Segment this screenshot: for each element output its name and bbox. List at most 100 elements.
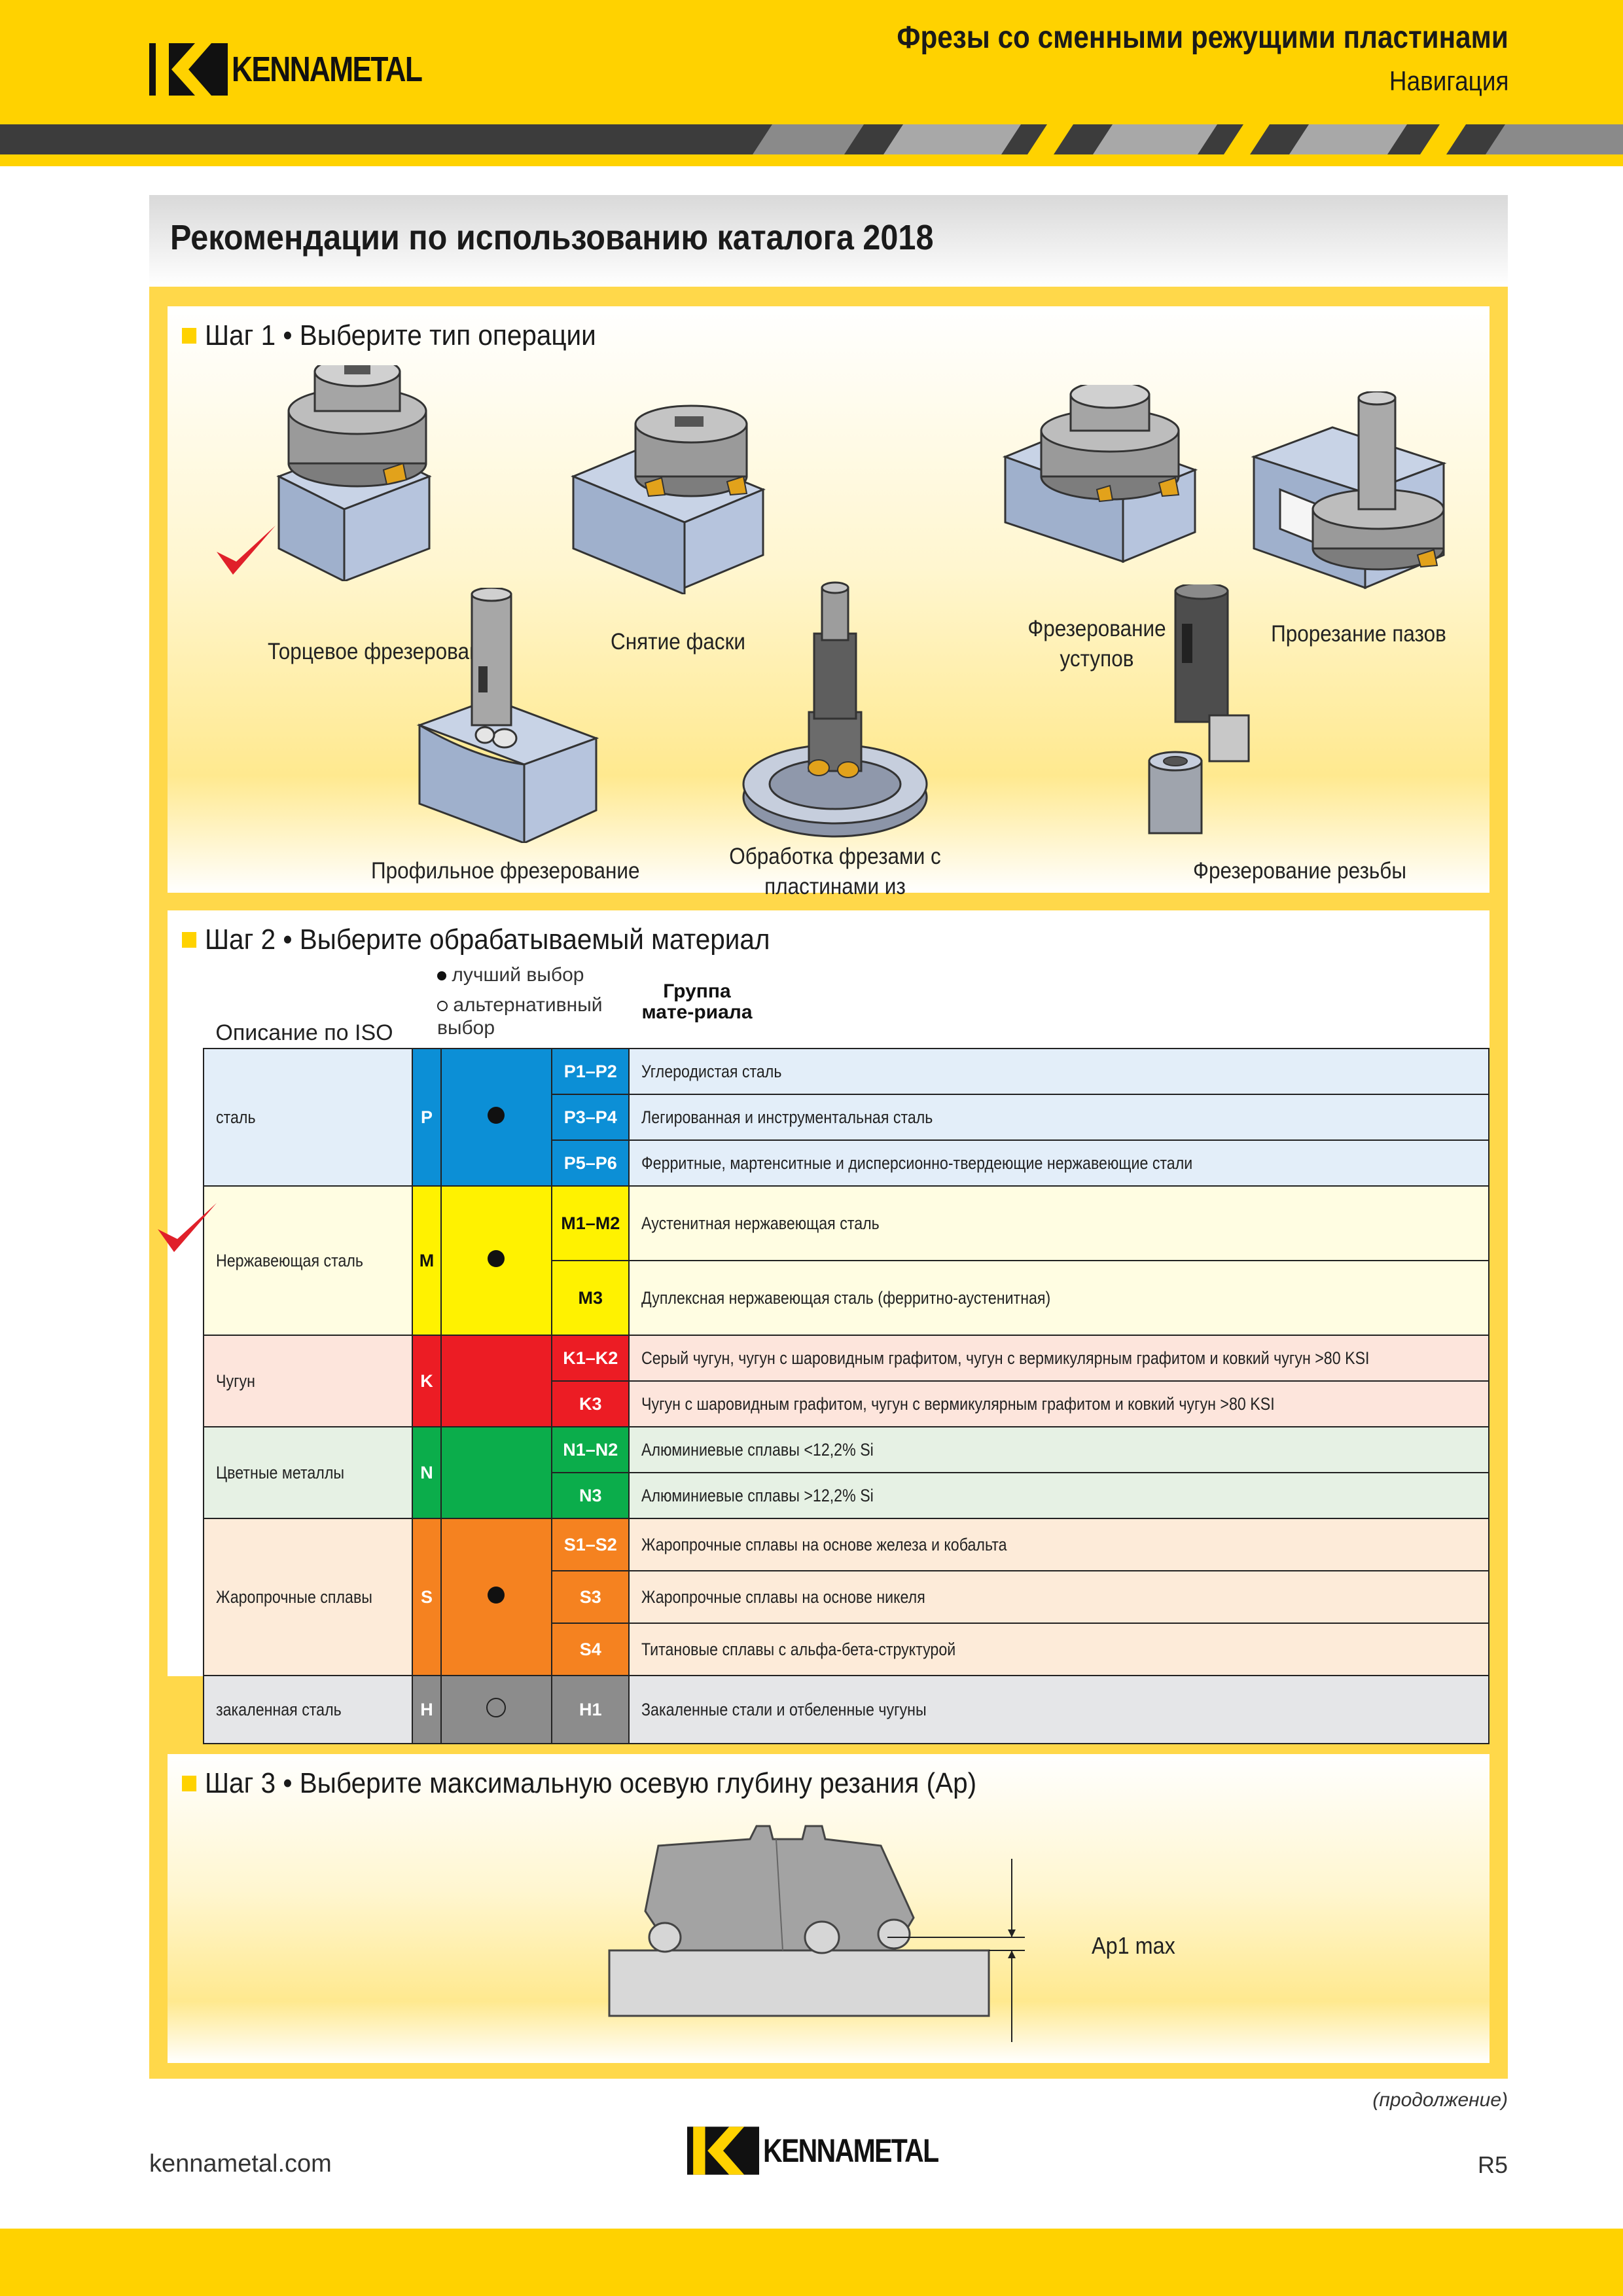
kennametal-logo: KENNAMETAL <box>149 43 463 96</box>
filled-circle-icon <box>488 1249 505 1267</box>
iso-description: Жаропрочные сплавы <box>202 1518 414 1676</box>
iso-description: сталь <box>202 1048 414 1187</box>
material-group-description: Закаленные стали и отбеленные чугуны <box>628 1675 1489 1744</box>
selected-check-icon <box>217 526 276 575</box>
step3-panel: Шаг 3 • Выберите максимальную осевую глу… <box>168 1754 1489 2063</box>
filled-circle-icon <box>488 1106 505 1124</box>
k-logo-icon <box>149 43 228 96</box>
chamfer-illustration-icon[interactable] <box>567 404 776 594</box>
material-group-description: Жаропрочные сплавы на основе железа и ко… <box>628 1518 1489 1571</box>
footer-logo: KENNAMETAL <box>687 2126 976 2176</box>
header-title: Фрезы со сменными режущими пластинами <box>897 20 1508 55</box>
insert-icon <box>648 1922 682 1953</box>
material-group: N1–N2 <box>551 1426 630 1473</box>
open-circle-icon <box>486 1697 507 1717</box>
header-underline <box>0 154 1623 166</box>
open-circle-icon <box>437 1001 448 1012</box>
material-group: K1–K2 <box>551 1335 630 1382</box>
insert-icon <box>877 1918 911 1950</box>
header-stripe <box>0 124 1623 154</box>
step1-panel: Шаг 1 • Выберите тип операции Торцевое ф… <box>168 306 1489 929</box>
material-group: P5–P6 <box>551 1139 630 1187</box>
choice-cell <box>440 1335 553 1427</box>
material-group: N3 <box>551 1472 630 1519</box>
insert-icon <box>804 1920 840 1954</box>
material-group: P3–P4 <box>551 1094 630 1141</box>
choice-cell <box>440 1048 553 1187</box>
iso-code: S <box>412 1518 442 1676</box>
material-group-description: Алюминиевые сплавы >12,2% Si <box>628 1472 1489 1519</box>
iso-description: Цветные металлы <box>202 1426 414 1519</box>
slotting-illustration-icon[interactable] <box>1247 391 1463 601</box>
legend-alt: альтернативный выбор <box>437 994 603 1039</box>
bullet-square-icon <box>182 328 197 344</box>
choice-cell <box>440 1518 553 1676</box>
thread-milling-illustration-icon[interactable] <box>1136 584 1280 840</box>
material-group: H1 <box>551 1675 630 1744</box>
material-group-description: Дуплексная нержавеющая сталь (ферритно-а… <box>628 1260 1489 1336</box>
material-group-description: Аустенитная нержавеющая сталь <box>628 1185 1489 1261</box>
page-title: Рекомендации по использованию каталога 2… <box>170 218 934 257</box>
stripe-pattern <box>753 124 1623 154</box>
col-header-iso: Описание по ISO <box>215 1020 393 1045</box>
dimension-label: Ap1 max <box>1092 1932 1175 1959</box>
col-header-group: Группа мате-риала <box>641 980 753 1023</box>
material-group: S3 <box>551 1570 630 1624</box>
logo-wordmark: KENNAMETAL <box>232 50 423 89</box>
op-label-face-milling: Торцевое фрезерование <box>268 639 504 664</box>
material-group: S1–S2 <box>551 1518 630 1571</box>
bullet-square-icon <box>182 932 197 948</box>
choice-cell <box>440 1185 553 1336</box>
material-group-description: Углеродистая сталь <box>628 1048 1489 1095</box>
material-group: K3 <box>551 1380 630 1427</box>
iso-code: H <box>412 1675 442 1744</box>
material-group: P1–P2 <box>551 1048 630 1095</box>
step1-heading: Шаг 1 • Выберите тип операции <box>182 319 596 352</box>
op-label-thread: Фрезерование резьбы <box>1193 858 1406 884</box>
ceramic-milling-illustration-icon[interactable] <box>737 581 933 843</box>
profile-milling-illustration-icon[interactable] <box>413 588 603 843</box>
material-group-description: Чугун с шаровидным графитом, чугун с вер… <box>628 1380 1489 1427</box>
footer-bar <box>0 2229 1623 2296</box>
iso-code: P <box>412 1048 442 1187</box>
choice-cell <box>440 1675 553 1744</box>
iso-description: закаленная сталь <box>202 1675 414 1744</box>
header-bar <box>0 0 1623 124</box>
website-link[interactable]: kennametal.com <box>149 2150 332 2178</box>
material-group: M3 <box>551 1260 630 1336</box>
shoulder-milling-illustration-icon[interactable] <box>999 385 1208 575</box>
step2-heading: Шаг 2 • Выберите обрабатываемый материал <box>182 924 770 956</box>
bullet-square-icon <box>182 1776 197 1791</box>
k-logo-icon <box>687 2126 759 2175</box>
filled-circle-icon <box>488 1586 505 1604</box>
op-label-slotting: Прорезание пазов <box>1271 621 1446 647</box>
material-group-description: Жаропрочные сплавы на основе никеля <box>628 1570 1489 1624</box>
iso-code: K <box>412 1335 442 1427</box>
selected-check-icon <box>158 1203 217 1252</box>
material-group-description: Ферритные, мартенситные и дисперсионно-т… <box>628 1139 1489 1187</box>
material-group-description: Серый чугун, чугун с шаровидным графитом… <box>628 1335 1489 1382</box>
face-milling-illustration-icon[interactable] <box>266 365 436 581</box>
filled-circle-icon <box>437 971 446 981</box>
material-group-description: Титановые сплавы с альфа-бета-структурой <box>628 1623 1489 1676</box>
iso-description: Нержавеющая сталь <box>202 1185 414 1336</box>
material-group-description: Алюминиевые сплавы <12,2% Si <box>628 1426 1489 1473</box>
depth-of-cut-diagram <box>608 1825 1025 2042</box>
content-frame: Шаг 1 • Выберите тип операции Торцевое ф… <box>149 287 1508 2079</box>
page-number: R5 <box>1477 2151 1508 2178</box>
workpiece <box>608 1949 990 2017</box>
